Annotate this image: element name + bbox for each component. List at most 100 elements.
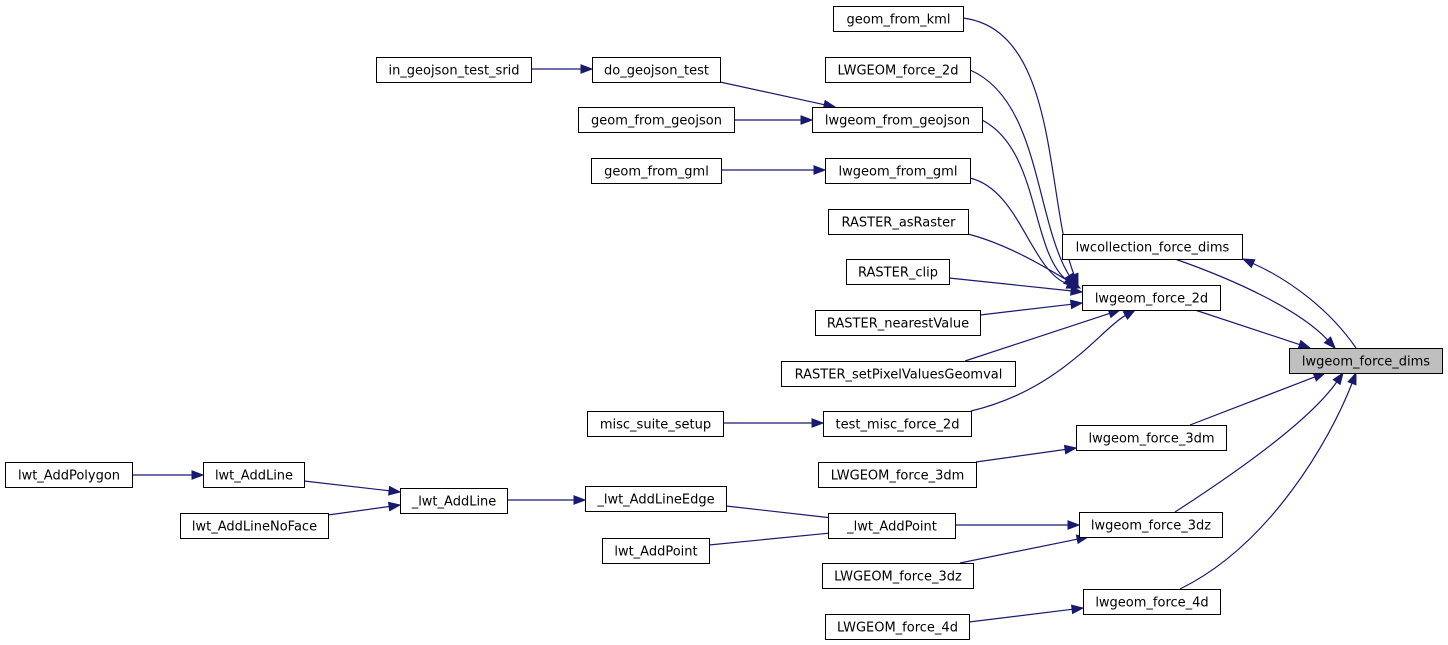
- node-lwgeom-force-3dm[interactable]: lwgeom_force_3dm: [1076, 425, 1227, 451]
- node-label: LWGEOM_force_4d: [837, 621, 958, 636]
- node-box: [1079, 512, 1223, 538]
- edge-line: [981, 119, 1067, 281]
- node-box: [828, 513, 956, 539]
- edge-arrowhead: [191, 470, 205, 480]
- node-lwgeom-force-3dm[interactable]: LWGEOM_force_3dm: [818, 462, 977, 488]
- edge-line: [1194, 309, 1300, 346]
- node-label: geom_from_kml: [847, 13, 951, 28]
- edge-line: [303, 480, 390, 492]
- node-label: RASTER_clip: [858, 266, 938, 281]
- edge-raster-setpixelvaluesgeomval-to-lwgeom-force-2d: [964, 308, 1122, 362]
- node-label: lwt_AddLineNoFace: [192, 520, 317, 535]
- node-raster-nearestvalue[interactable]: RASTER_nearestValue: [815, 310, 981, 336]
- edge-line: [1174, 258, 1328, 341]
- node-lwgeom-force-3dz[interactable]: lwgeom_force_3dz: [1079, 512, 1223, 538]
- node-label: LWGEOM_force_3dm: [831, 469, 965, 484]
- edge-lwgeom-force-dims-to-lwcollection-force-dims: [1241, 258, 1357, 349]
- node-lwgeom-force-2d[interactable]: lwgeom_force_2d: [1082, 285, 1221, 311]
- edge-arrowhead: [573, 495, 587, 505]
- node-lwt-addpolygon[interactable]: lwt_AddPolygon: [5, 462, 133, 488]
- node-lwgeom-force-2d[interactable]: LWGEOM_force_2d: [825, 57, 971, 83]
- node-label: lwgeom_force_dims: [1302, 355, 1430, 370]
- node-lwt-addlinenoface[interactable]: lwt_AddLineNoFace: [180, 513, 329, 539]
- node-label: RASTER_nearestValue: [827, 317, 969, 332]
- node-box: [825, 614, 970, 640]
- node-lwt-addpoint[interactable]: _lwt_AddPoint: [828, 513, 956, 539]
- node-box: [1062, 234, 1243, 260]
- node-geom-from-kml[interactable]: geom_from_kml: [833, 6, 964, 32]
- edge-arrowhead: [1323, 336, 1336, 350]
- edge-arrowhead: [1312, 372, 1327, 382]
- node-lwgeom-from-geojson[interactable]: lwgeom_from_geojson: [812, 107, 983, 133]
- edge-misc-suite-setup-to-test-misc-force-2d: [723, 418, 825, 428]
- edge-geom-from-geojson-to-lwgeom-from-geojson: [734, 115, 814, 125]
- edge-line: [967, 233, 1071, 283]
- node-label: lwgeom_force_3dm: [1088, 432, 1214, 447]
- node-lwgeom-force-3dz[interactable]: LWGEOM_force_3dz: [822, 563, 974, 589]
- node-box: [1082, 285, 1221, 311]
- edge-line: [962, 17, 1075, 275]
- node-raster-clip[interactable]: RASTER_clip: [846, 259, 950, 285]
- edge-arrowhead: [813, 165, 827, 175]
- edge-arrowhead: [387, 501, 402, 512]
- node-misc-suite-setup[interactable]: misc_suite_setup: [587, 411, 724, 437]
- node-label: geom_from_geojson: [591, 114, 722, 129]
- node-label: lwgeom_force_3dz: [1091, 519, 1211, 534]
- node-box: [180, 513, 329, 539]
- node-label: _lwt_AddLineEdge: [596, 493, 714, 508]
- edge-in-geojson-test-srid-to-do-geojson-test: [531, 64, 594, 74]
- node-box: [400, 488, 508, 514]
- node-label: lwgeom_force_2d: [1095, 292, 1208, 307]
- node-lwt-addline[interactable]: _lwt_AddLine: [400, 488, 508, 514]
- node-box: [815, 310, 981, 336]
- node-lwt-addlineedge[interactable]: _lwt_AddLineEdge: [585, 486, 727, 512]
- node-box: [592, 57, 721, 83]
- edge-line: [1179, 383, 1353, 590]
- edge-line: [327, 505, 390, 516]
- node-geom-from-geojson[interactable]: geom_from_geojson: [578, 107, 735, 133]
- edge-lwgeom-force-2d-to-lwgeom-force-dims: [1194, 309, 1312, 350]
- edge-line: [969, 69, 1070, 276]
- node-lwcollection-force-dims[interactable]: lwcollection_force_dims: [1062, 234, 1243, 260]
- node-raster-setpixelvaluesgeomval[interactable]: RASTER_setPixelValuesGeomval: [781, 361, 1016, 387]
- edge-lwt-addpolygon-to-lwt-addline: [132, 470, 205, 480]
- node-label: in_geojson_test_srid: [388, 64, 519, 79]
- edge-line: [975, 448, 1066, 463]
- node-label: lwcollection_force_dims: [1076, 241, 1230, 256]
- node-lwgeom-from-gml[interactable]: lwgeom_from_gml: [825, 158, 971, 184]
- edge-arrowhead: [1070, 299, 1084, 310]
- edge-lwcollection-force-dims-to-lwgeom-force-dims: [1174, 258, 1336, 350]
- node-do-geojson-test[interactable]: do_geojson_test: [592, 57, 721, 83]
- node-box: [602, 538, 710, 564]
- node-lwgeom-force-dims[interactable]: lwgeom_force_dims: [1289, 348, 1443, 374]
- edge-arrowhead: [1122, 309, 1137, 320]
- edge-lwgeom-force-3dz-to-lwgeom-force-dims: [1174, 371, 1344, 513]
- node-label: RASTER_asRaster: [841, 216, 956, 231]
- node-box: [5, 462, 133, 488]
- edge-line: [1189, 376, 1315, 426]
- node-label: misc_suite_setup: [600, 418, 711, 433]
- node-label: _lwt_AddPoint: [846, 520, 937, 535]
- edge-arrowhead: [1067, 520, 1081, 530]
- node-lwgeom-force-4d[interactable]: lwgeom_force_4d: [1083, 589, 1221, 615]
- node-label: lwgeom_force_4d: [1095, 596, 1208, 611]
- edge-lwt-addlineedge-to-lwt-addpoint: [725, 505, 843, 523]
- node-geom-from-gml[interactable]: geom_from_gml: [591, 158, 722, 184]
- node-in-geojson-test-srid[interactable]: in_geojson_test_srid: [376, 57, 532, 83]
- node-lwt-addline[interactable]: lwt_AddLine: [203, 462, 305, 488]
- edge-lwgeom-force-2d-to-lwgeom-force-2d: [969, 69, 1076, 287]
- node-label: lwgeom_from_geojson: [825, 114, 970, 129]
- node-test-misc-force-2d[interactable]: test_misc_force_2d: [823, 411, 972, 437]
- edge-arrowhead: [1347, 371, 1357, 386]
- edge-line: [948, 277, 1072, 292]
- node-lwgeom-force-4d[interactable]: LWGEOM_force_4d: [825, 614, 970, 640]
- edge-lwgeom-force-3dm-to-lwgeom-force-3dm: [975, 444, 1078, 463]
- node-label: RASTER_setPixelValuesGeomval: [795, 368, 1003, 383]
- node-lwt-addpoint[interactable]: lwt_AddPoint: [602, 538, 710, 564]
- node-box: [846, 259, 950, 285]
- node-label: geom_from_gml: [604, 165, 709, 180]
- edge-arrowhead: [388, 485, 402, 496]
- node-box: [828, 209, 969, 235]
- node-raster-asraster[interactable]: RASTER_asRaster: [828, 209, 969, 235]
